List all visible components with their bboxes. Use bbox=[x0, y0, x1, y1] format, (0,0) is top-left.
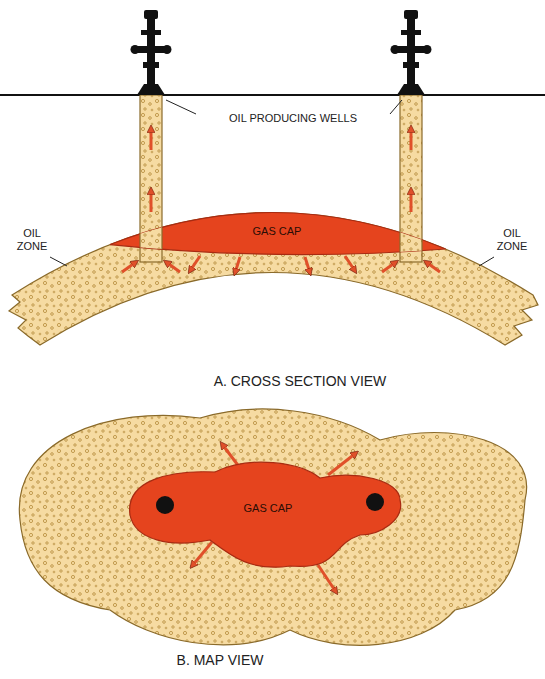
oil-zone-map bbox=[19, 409, 526, 645]
well-bore bbox=[400, 95, 422, 262]
wellhead-right bbox=[391, 10, 432, 95]
zone-label: OIL ZONE bbox=[492, 227, 532, 252]
flow-arrows-wells bbox=[151, 128, 411, 212]
oil-zone-arch bbox=[9, 213, 538, 346]
well-bore bbox=[140, 95, 162, 262]
region-label: GAS CAP bbox=[244, 502, 293, 515]
oil-inflow-arrows bbox=[122, 262, 440, 272]
well-bore bbox=[400, 95, 422, 262]
well-bore bbox=[140, 95, 162, 262]
callout-label: OIL PRODUCING WELLS bbox=[229, 112, 357, 125]
zone-label: OIL ZONE bbox=[12, 227, 52, 252]
gas-expansion-arrows bbox=[190, 256, 355, 273]
region-label: GAS CAP bbox=[253, 225, 302, 238]
gas-cap-fill bbox=[130, 462, 401, 567]
view-caption: A. CROSS SECTION VIEW bbox=[214, 373, 387, 389]
wellhead-left bbox=[131, 10, 172, 95]
gas-cap-section: GAS CAP bbox=[105, 205, 450, 265]
view-caption: B. MAP VIEW bbox=[177, 652, 264, 668]
well-location bbox=[366, 493, 384, 511]
leader-lines bbox=[50, 100, 494, 266]
gas-cap-map: GAS CAP bbox=[120, 450, 410, 575]
well-location bbox=[156, 496, 174, 514]
ground-line bbox=[0, 94, 545, 96]
